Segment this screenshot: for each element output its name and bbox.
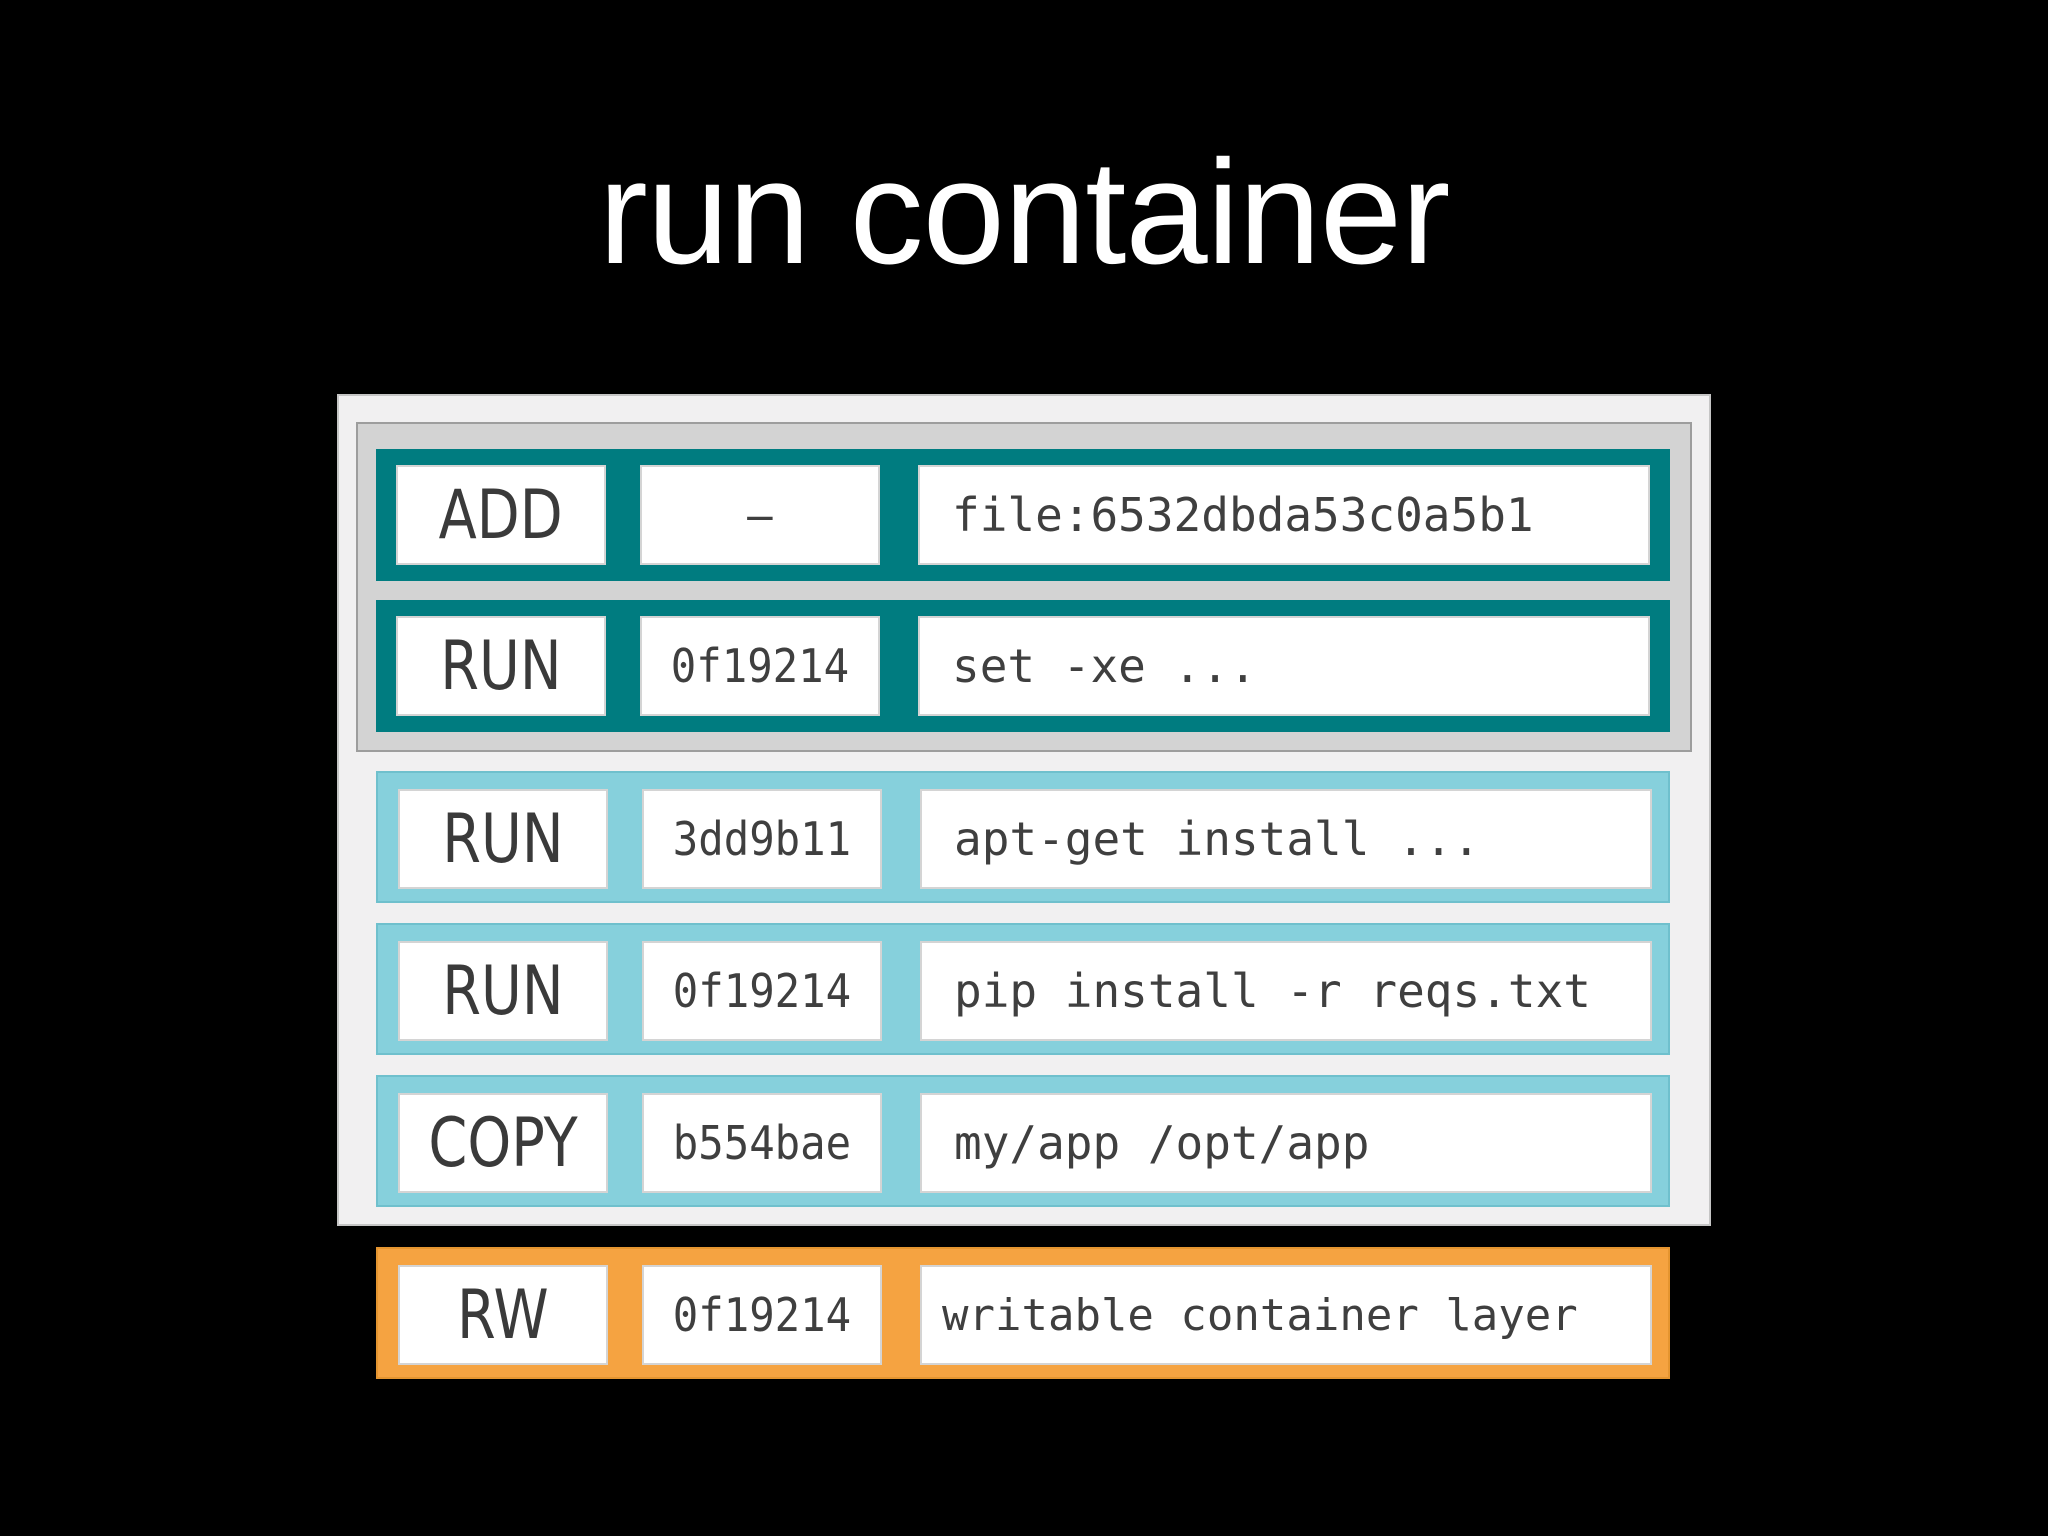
layer-id: 0f19214	[642, 941, 882, 1041]
layer-command: set -xe ...	[918, 616, 1650, 716]
layer-command: my/app /opt/app	[920, 1093, 1652, 1193]
layer-instruction: RUN	[396, 616, 606, 716]
layer-id: 0f19214	[640, 616, 880, 716]
layer-row-rw: RW 0f19214 writable container layer	[376, 1247, 1670, 1379]
layer-command: apt-get install ...	[920, 789, 1652, 889]
layer-row-run-setxe: RUN 0f19214 set -xe ...	[376, 600, 1670, 732]
layer-command: writable container layer	[920, 1265, 1652, 1365]
layer-row-run-pip: RUN 0f19214 pip install -r reqs.txt	[376, 923, 1670, 1055]
layer-command: file:6532dbda53c0a5b1	[918, 465, 1650, 565]
layer-id: b554bae	[642, 1093, 882, 1193]
layer-id: 3dd9b11	[642, 789, 882, 889]
slide-title: run container	[598, 130, 1451, 295]
layer-id: –	[640, 465, 880, 565]
layer-instruction: COPY	[398, 1093, 608, 1193]
layer-row-add: ADD – file:6532dbda53c0a5b1	[376, 449, 1670, 581]
layer-id: 0f19214	[642, 1265, 882, 1365]
layer-row-copy: COPY b554bae my/app /opt/app	[376, 1075, 1670, 1207]
layer-row-run-apt-get: RUN 3dd9b11 apt-get install ...	[376, 771, 1670, 903]
layer-command: pip install -r reqs.txt	[920, 941, 1652, 1041]
layer-instruction: RW	[398, 1265, 608, 1365]
layer-instruction: RUN	[398, 789, 608, 889]
layer-instruction: ADD	[396, 465, 606, 565]
layer-instruction: RUN	[398, 941, 608, 1041]
